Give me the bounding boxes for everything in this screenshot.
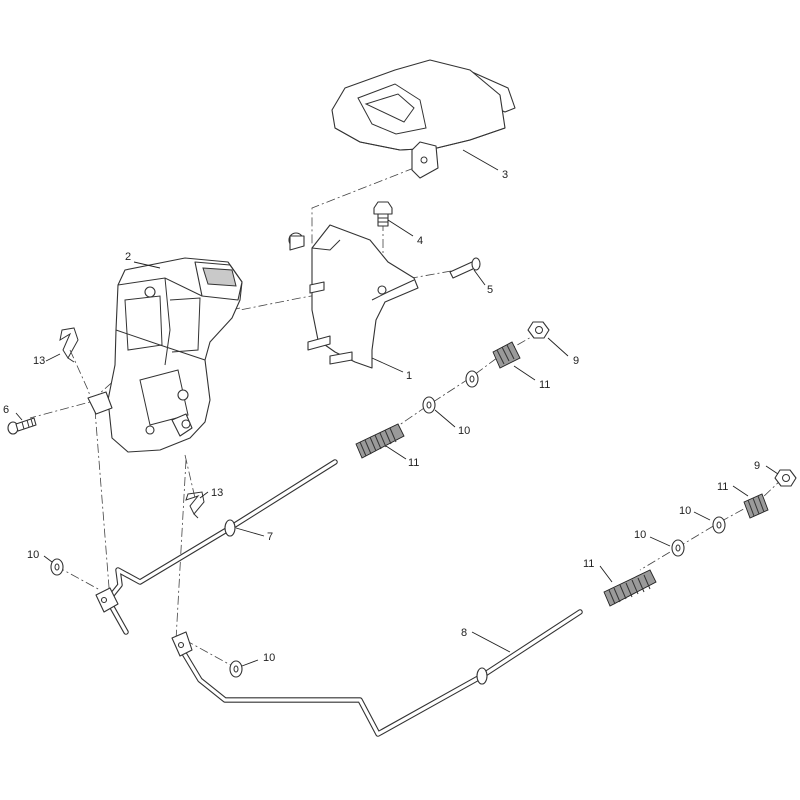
callout-10a: 10 xyxy=(458,425,470,437)
callout-10e: 10 xyxy=(263,652,275,664)
callout-11b: 11 xyxy=(408,457,419,469)
callout-10b: 10 xyxy=(679,505,691,517)
short-spring-part-11c xyxy=(743,493,769,519)
callout-5: 5 xyxy=(487,284,493,296)
callout-6: 6 xyxy=(3,404,9,416)
callout-11d: 11 xyxy=(583,558,594,570)
short-spring-part-11a xyxy=(492,341,521,369)
hair-pin-clip-part-13a xyxy=(59,327,79,363)
leader-lines xyxy=(15,149,779,667)
long-spring-part-11d xyxy=(603,569,657,607)
callout-8: 8 xyxy=(461,627,467,639)
callout-1: 1 xyxy=(406,370,412,382)
bracket-part-1 xyxy=(288,224,419,369)
rod-part-8 xyxy=(171,609,583,737)
callout-10d: 10 xyxy=(27,549,39,561)
washer-part-10c xyxy=(50,558,64,576)
bolt-part-4 xyxy=(373,201,393,227)
washer-part-10e xyxy=(671,539,685,557)
washer-part-10f xyxy=(229,660,243,678)
pedal-cover-part-3 xyxy=(331,59,516,179)
nut-part-9b xyxy=(774,469,797,487)
callout-9b: 9 xyxy=(754,460,760,472)
pin-part-5 xyxy=(449,257,481,279)
long-spring-part-11b xyxy=(355,423,405,459)
callout-9a: 9 xyxy=(573,355,579,367)
callout-11c: 11 xyxy=(717,481,728,493)
callout-3: 3 xyxy=(502,169,508,181)
hair-pin-clip-part-13b xyxy=(185,491,205,519)
washer-part-10d xyxy=(712,516,726,534)
callout-4: 4 xyxy=(417,235,423,247)
callout-10c: 10 xyxy=(634,529,646,541)
nut-part-9a xyxy=(527,321,550,339)
screw-part-6 xyxy=(7,417,37,435)
callout-7: 7 xyxy=(267,531,273,543)
washer-part-10b xyxy=(422,396,436,414)
callout-11a: 11 xyxy=(539,379,550,391)
callout-13a: 13 xyxy=(33,355,45,367)
actuator-part-2 xyxy=(87,257,243,453)
callout-13b: 13 xyxy=(211,487,223,499)
callout-2: 2 xyxy=(125,251,131,263)
rod-part-7 xyxy=(95,459,338,635)
callout-labels: 3 4 2 5 13 1 9 11 6 10 11 9 13 11 10 7 1… xyxy=(3,169,760,664)
washer-part-10a xyxy=(465,370,479,388)
